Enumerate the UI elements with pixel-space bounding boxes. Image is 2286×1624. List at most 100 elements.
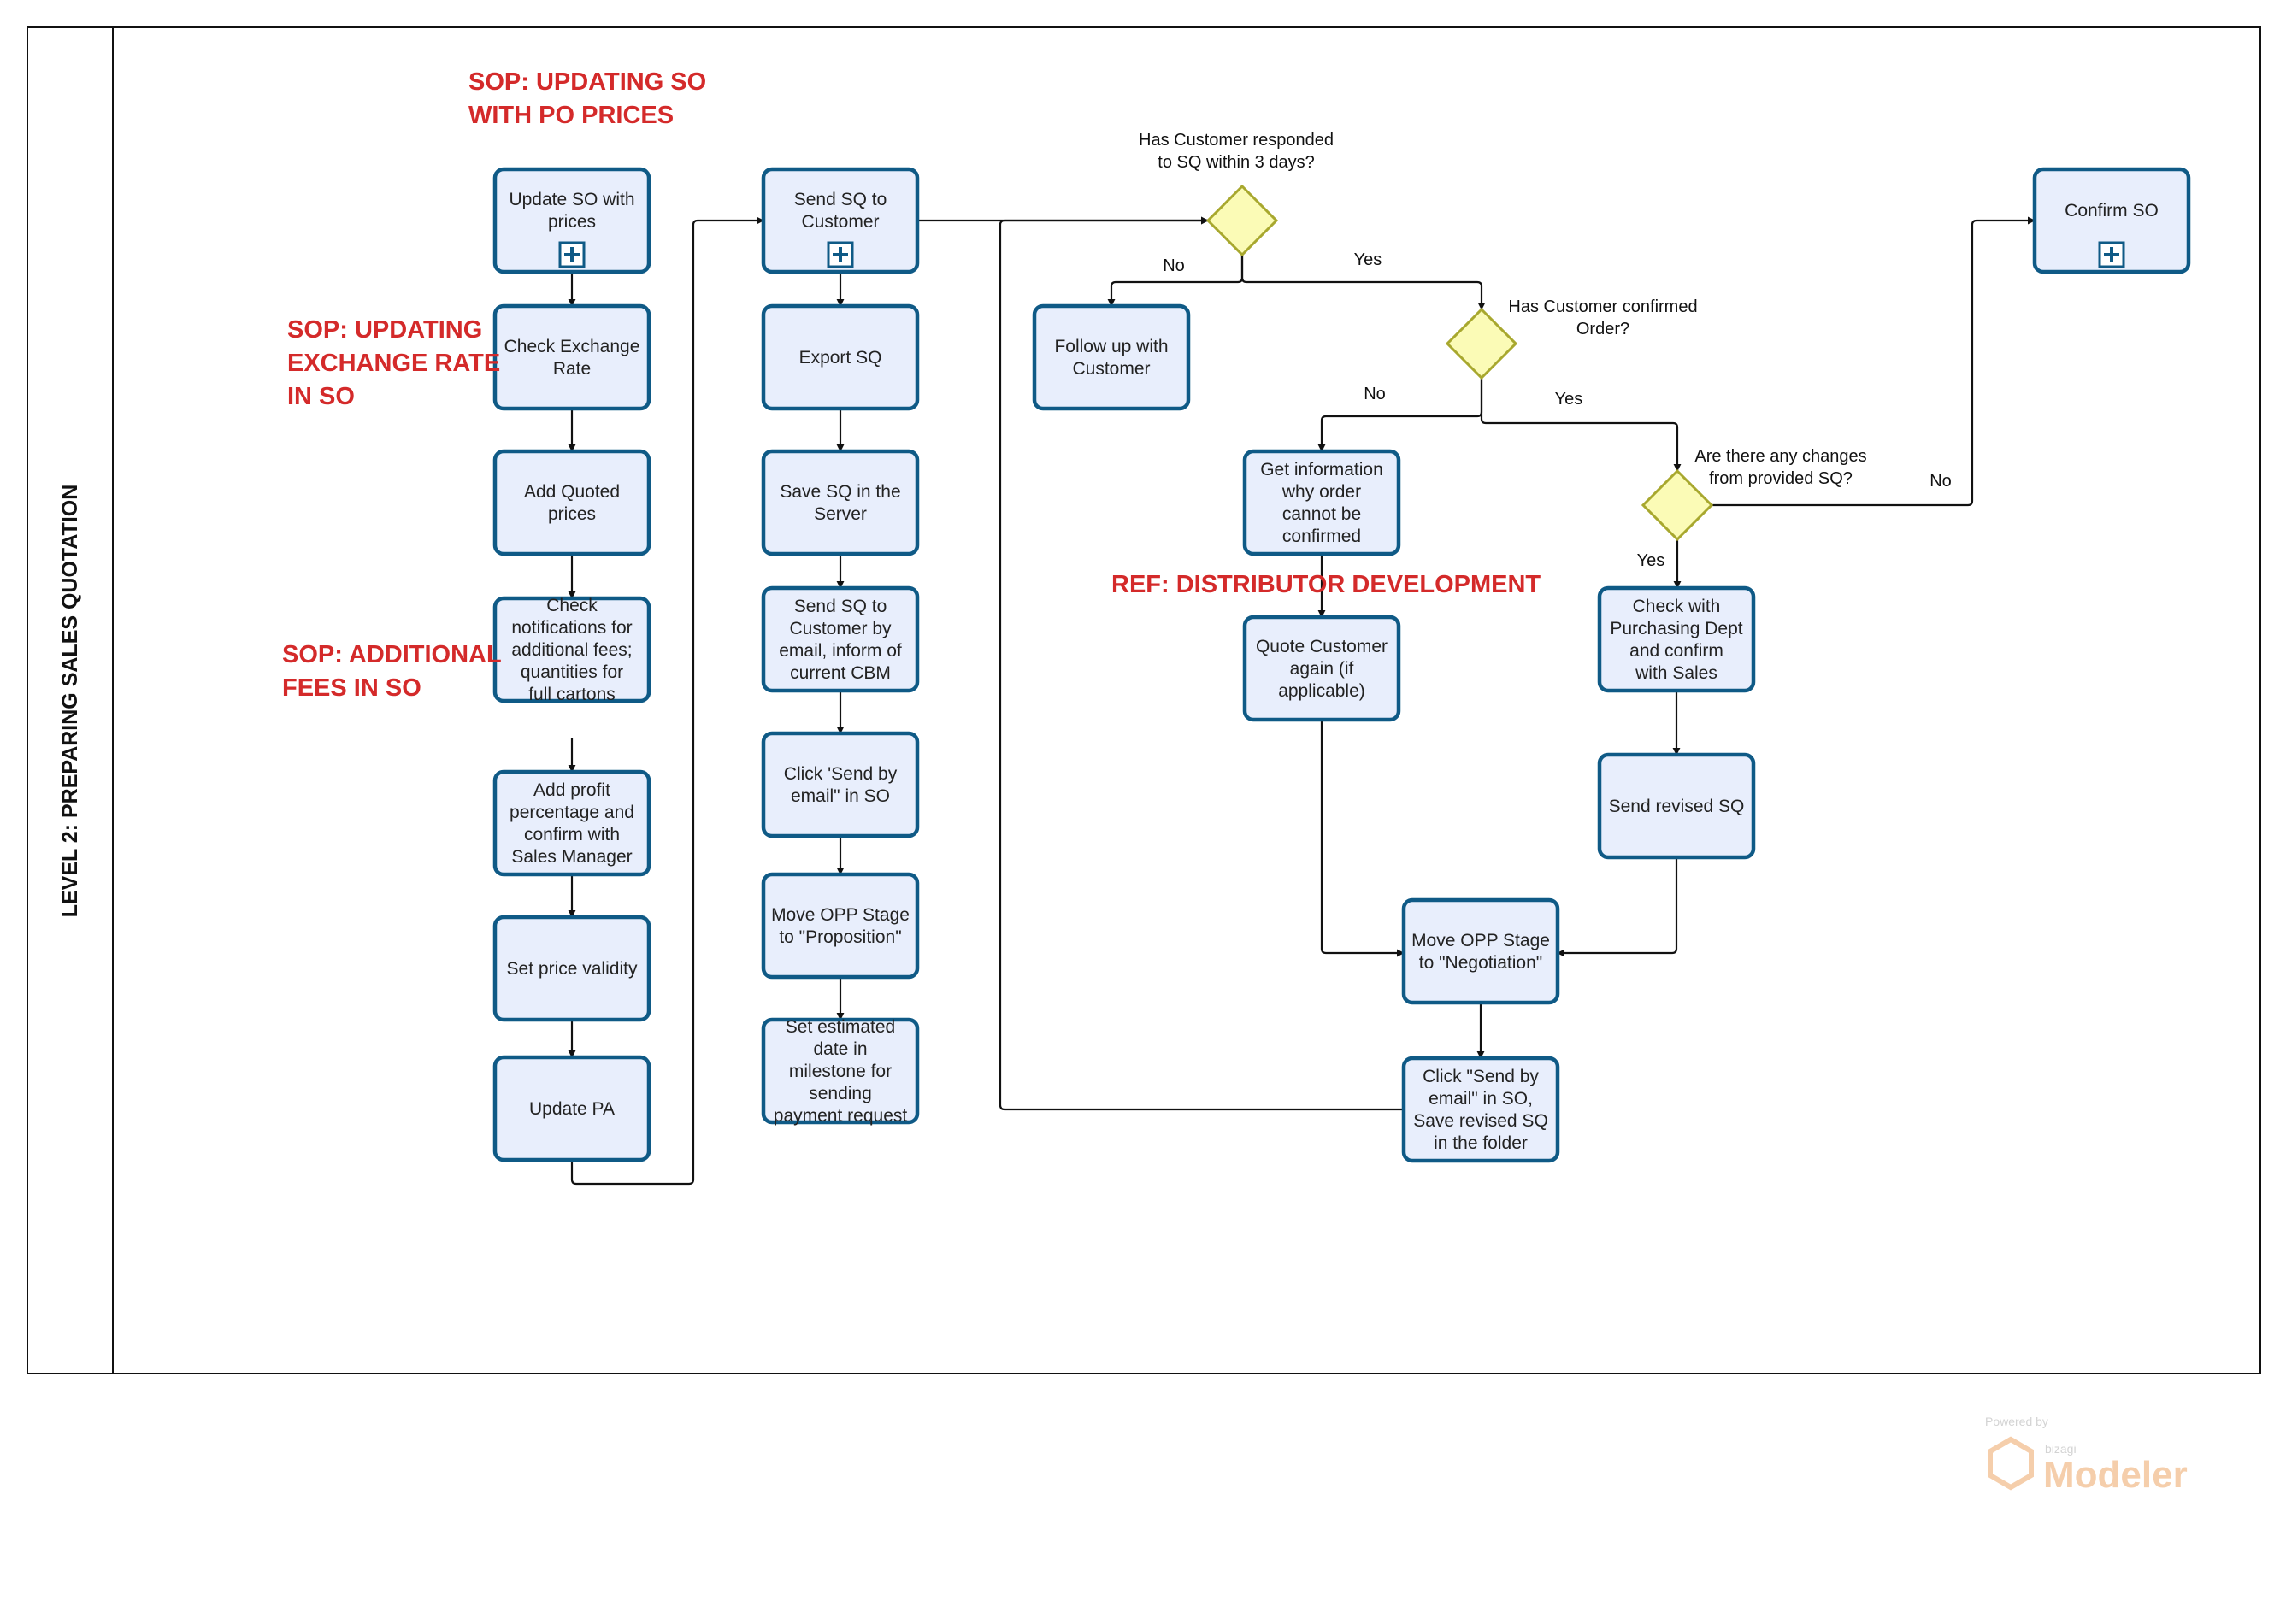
task-label: date in bbox=[813, 1039, 867, 1059]
task-label: sending bbox=[809, 1084, 872, 1103]
gateway-question: Order? bbox=[1576, 320, 1629, 338]
task-label: prices bbox=[548, 212, 596, 232]
task-shape bbox=[492, 769, 651, 877]
task-label: Click 'Send by bbox=[784, 764, 898, 784]
task-shape bbox=[1401, 1056, 1560, 1163]
task-label: Move OPP Stage bbox=[1411, 931, 1550, 950]
flow-label-no: No bbox=[1930, 472, 1952, 491]
task-label: Purchasing Dept bbox=[1610, 619, 1742, 638]
sop-note: EXCHANGE RATE bbox=[287, 350, 500, 377]
task-label: email, inform of bbox=[779, 641, 902, 661]
task-label: Save SQ in the bbox=[780, 482, 900, 502]
task-label: Add profit bbox=[533, 780, 610, 800]
flow-label-yes: Yes bbox=[1555, 390, 1583, 409]
task-export-sq[interactable]: Export SQ bbox=[761, 303, 920, 411]
task-shape bbox=[492, 1055, 651, 1162]
task-label: prices bbox=[548, 504, 596, 524]
task-label: Customer by bbox=[789, 619, 892, 638]
gateway-customer-confirmed[interactable] bbox=[1445, 307, 1518, 380]
task-update-pa[interactable]: Update PA bbox=[492, 1055, 651, 1162]
task-shape bbox=[761, 303, 920, 411]
gateway-any-changes[interactable] bbox=[1641, 468, 1714, 542]
gateway-diamond bbox=[1641, 468, 1714, 542]
task-label: in the folder bbox=[1434, 1133, 1528, 1153]
task-shape bbox=[761, 1017, 920, 1125]
sop-note: SOP: UPDATING SO bbox=[468, 68, 706, 96]
task-label: payment request bbox=[774, 1106, 908, 1126]
task-set-price-validity[interactable]: Set price validity bbox=[492, 915, 651, 1022]
task-label: Server bbox=[814, 504, 867, 524]
task-shape bbox=[761, 731, 920, 838]
sequence-flow bbox=[999, 216, 1404, 1111]
task-label: Move OPP Stage bbox=[771, 905, 910, 925]
task-label: Get information bbox=[1260, 460, 1383, 480]
task-label: Sales Manager bbox=[511, 847, 632, 867]
task-label: Send SQ to bbox=[794, 190, 887, 209]
task-label: Rate bbox=[553, 359, 591, 379]
task-label: Send revised SQ bbox=[1609, 797, 1745, 816]
task-label: milestone for bbox=[789, 1062, 892, 1081]
task-shape bbox=[2032, 167, 2191, 274]
task-label: cannot be bbox=[1282, 504, 1361, 524]
sop-note: SOP: ADDITIONAL bbox=[282, 641, 502, 668]
sop-note: SOP: UPDATING bbox=[287, 316, 482, 344]
sequence-flow bbox=[1320, 720, 1405, 957]
task-send-revised-sq[interactable]: Send revised SQ bbox=[1597, 752, 1756, 860]
subprocess-plus-icon[interactable] bbox=[827, 241, 854, 268]
task-shape bbox=[492, 915, 651, 1022]
flow-label-yes: Yes bbox=[1637, 551, 1665, 570]
task-confirm-so[interactable]: Confirm SO bbox=[2032, 167, 2191, 274]
task-shape bbox=[1032, 303, 1191, 411]
task-label: to "Proposition" bbox=[779, 927, 901, 947]
task-label: Send SQ to bbox=[794, 597, 887, 616]
task-label: Check bbox=[546, 596, 598, 615]
sequence-flow bbox=[1557, 857, 1678, 957]
gateway-diamond bbox=[1445, 307, 1518, 380]
sequence-flow bbox=[1240, 255, 1486, 310]
sequence-flow bbox=[1712, 216, 2036, 507]
task-label: current CBM bbox=[790, 663, 891, 683]
task-label: full cartons bbox=[528, 685, 616, 704]
task-label: applicable) bbox=[1278, 681, 1365, 701]
task-label: Check Exchange bbox=[504, 337, 640, 356]
bizagi-watermark: Powered by bizagi Modeler bbox=[1985, 1415, 2188, 1496]
flow-label-yes: Yes bbox=[1354, 250, 1382, 269]
gateway-customer-responded[interactable] bbox=[1205, 184, 1279, 257]
watermark-brand: bizagi bbox=[2045, 1442, 2077, 1456]
gateway-question: from provided SQ? bbox=[1709, 469, 1853, 488]
sequence-flows bbox=[568, 216, 2036, 1186]
task-shape bbox=[492, 596, 651, 703]
task-send-sq-by-email[interactable]: Send SQ to Customer by email, inform ofcur… bbox=[761, 585, 920, 693]
task-shape bbox=[761, 585, 920, 693]
task-label: with Sales bbox=[1635, 663, 1717, 683]
task-label: additional fees; bbox=[511, 640, 632, 660]
task-label: confirm with bbox=[524, 825, 620, 844]
flow-label-no: No bbox=[1163, 256, 1185, 275]
task-shape bbox=[1242, 449, 1401, 556]
subprocess-plus-icon[interactable] bbox=[558, 241, 586, 268]
watermark-powered: Powered by bbox=[1985, 1415, 2048, 1428]
sequence-flow bbox=[1317, 378, 1483, 452]
sop-note: IN SO bbox=[287, 383, 355, 410]
subprocess-plus-icon[interactable] bbox=[2098, 241, 2125, 268]
task-label: Update PA bbox=[529, 1099, 615, 1119]
task-label: Check with bbox=[1633, 597, 1721, 616]
